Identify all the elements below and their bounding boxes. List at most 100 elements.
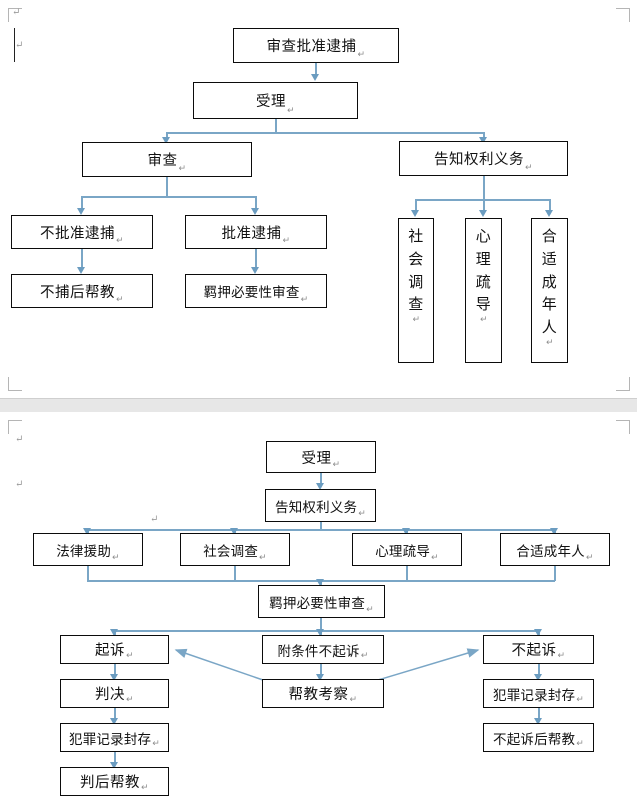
- connector-v-m4-down: [234, 566, 236, 581]
- connector-v-m8-m11: [114, 663, 116, 675]
- connector-v-m10-m14: [538, 663, 540, 675]
- paragraph-mark-1: ↵: [12, 7, 21, 18]
- node-she-hui-diao-cha-2[interactable]: 社会调查↵: [180, 533, 290, 566]
- arrowhead-n9: [411, 210, 419, 217]
- node-ji-ya-bi-yao-xing-shen-cha-1[interactable]: 羁押必要性审查↵: [185, 274, 327, 308]
- paragraph-mark: ↵: [152, 739, 160, 749]
- paragraph-mark: ↵: [576, 695, 584, 705]
- connector-v-n1-n2: [315, 62, 317, 75]
- arrowhead-m10: [534, 629, 542, 636]
- arrowhead-n2: [311, 74, 319, 81]
- node-label-char-3: 导: [475, 295, 492, 314]
- arrowhead-m5: [402, 528, 410, 535]
- node-xin-li-shu-dao-vertical[interactable]: 心 理 疏 导 ↵: [465, 218, 502, 363]
- connector-v-m2-split: [320, 521, 322, 530]
- paragraph-mark: ↵: [140, 783, 150, 793]
- node-label: 判后帮教: [79, 775, 140, 791]
- connector-v-n3-split: [166, 176, 168, 197]
- node-shen-cha[interactable]: 审查↵: [82, 142, 252, 177]
- node-fan-zui-ji-lu-feng-cun-left[interactable]: 犯罪记录封存↵: [60, 723, 169, 752]
- paragraph-mark: ↵: [366, 605, 374, 615]
- node-label: 起诉: [94, 643, 125, 659]
- arrowhead-n10: [479, 210, 487, 217]
- paragraph-mark: ↵: [524, 163, 534, 173]
- node-bu-qi-su-hou-bang-jiao[interactable]: 不起诉后帮教↵: [483, 723, 594, 752]
- node-label: 帮教考察: [288, 687, 349, 703]
- connector-v-m6-down: [554, 566, 556, 581]
- node-he-shi-cheng-nian-ren-vertical[interactable]: 合 适 成 年 人 ↵: [531, 218, 568, 363]
- node-label: 社会调查: [203, 543, 259, 560]
- connector-h-n4-bus: [415, 199, 550, 201]
- connector-v-bus-n9: [415, 199, 417, 211]
- arrowhead-n3: [162, 137, 170, 144]
- crop-mark-top-left: [8, 420, 22, 434]
- node-pi-zhun-dai-bu[interactable]: 批准逮捕↵: [185, 215, 327, 249]
- paragraph-mark: ↵: [282, 236, 291, 246]
- node-ji-ya-bi-yao-xing-shen-cha-2[interactable]: 羁押必要性审查↵: [258, 585, 385, 618]
- paragraph-mark: ↵: [125, 651, 135, 661]
- paragraph-mark-2: ↵: [15, 40, 24, 51]
- node-fan-zui-ji-lu-feng-cun-right[interactable]: 犯罪记录封存↵: [483, 679, 594, 708]
- arrowhead-m6: [550, 528, 558, 535]
- paragraph-mark: ↵: [178, 164, 187, 174]
- connector-v-bus-n10: [483, 199, 485, 211]
- node-bu-bu-hou-bang-jiao[interactable]: 不捕后帮教↵: [11, 274, 153, 308]
- node-label: 附条件不起诉: [277, 643, 360, 660]
- document-page-1: ↵ ↵ 审查批准逮捕↵ 受理↵ 审查↵ 告知权利义务↵ 不批准逮捕↵ 批准逮捕↵: [0, 0, 637, 398]
- arrowhead-m13: [110, 718, 118, 725]
- arrowhead-m8: [110, 629, 118, 636]
- paragraph-mark-1: ↵: [15, 434, 24, 445]
- node-label-char-3: 查: [408, 295, 424, 314]
- arrowhead-m4: [230, 528, 238, 535]
- arrowhead-n7: [77, 267, 85, 274]
- connector-v-m11-m13: [114, 707, 116, 719]
- node-bu-qi-su[interactable]: 不起诉↵: [483, 635, 594, 664]
- connector-v-n6-n8: [255, 248, 257, 268]
- node-qi-su[interactable]: 起诉↵: [60, 635, 169, 664]
- crop-mark-bottom-right: [616, 377, 630, 391]
- paragraph-mark: ↵: [349, 695, 358, 705]
- node-label: 告知权利义务: [433, 152, 524, 168]
- node-label: 羁押必要性审查: [269, 595, 366, 612]
- node-label: 犯罪记录封存: [493, 687, 576, 704]
- node-label-char-1: 适: [541, 249, 558, 268]
- connector-v-bus-n5: [81, 196, 83, 209]
- paragraph-mark: ↵: [112, 553, 120, 563]
- arrowhead-n11: [545, 210, 553, 217]
- crop-mark-bottom-left: [8, 377, 22, 391]
- node-shen-cha-pi-zhun-dai-bu[interactable]: 审查批准逮捕↵: [233, 28, 399, 63]
- paragraph-mark: ↵: [585, 553, 594, 563]
- node-label: 判决: [94, 687, 125, 703]
- connector-h-m2-bus: [87, 529, 555, 531]
- connector-v-m9-m12: [320, 663, 322, 675]
- node-gao-zhi-quan-li-yi-wu[interactable]: 告知权利义务↵: [399, 141, 568, 176]
- node-xin-li-shu-dao-2[interactable]: 心理疏导↵: [352, 533, 462, 566]
- paragraph-mark-2: ↵: [15, 479, 24, 490]
- node-bu-pi-zhun-dai-bu[interactable]: 不批准逮捕↵: [11, 215, 153, 249]
- paragraph-mark: ↵: [360, 651, 369, 661]
- paragraph-mark: ↵: [576, 739, 584, 749]
- paragraph-mark: ↵: [286, 106, 296, 116]
- node-fa-lv-yuan-zhu[interactable]: 法律援助↵: [33, 533, 143, 566]
- node-fu-tiao-jian-bu-qi-su[interactable]: 附条件不起诉↵: [262, 635, 384, 664]
- arrowhead-m16: [110, 762, 118, 769]
- node-shou-li[interactable]: 受理↵: [193, 82, 358, 119]
- connector-v-m5-down: [406, 566, 408, 581]
- node-he-shi-cheng-nian-ren-2[interactable]: 合适成年人↵: [500, 533, 610, 566]
- connector-v-m3-down: [87, 566, 89, 581]
- node-pan-hou-bang-jiao[interactable]: 判后帮教↵: [60, 767, 169, 796]
- paragraph-mark: ↵: [357, 50, 366, 60]
- node-pan-jue[interactable]: 判决↵: [60, 679, 169, 708]
- node-label-char-3: 年: [541, 295, 558, 314]
- paragraph-mark: ↵: [479, 315, 489, 326]
- node-bang-jiao-kao-cha[interactable]: 帮教考察↵: [262, 679, 384, 708]
- node-label: 法律援助: [56, 543, 112, 560]
- node-shou-li-2[interactable]: 受理↵: [266, 441, 376, 473]
- node-gao-zhi-quan-li-yi-wu-2[interactable]: 告知权利义务↵: [265, 489, 376, 522]
- connector-v-m7-split: [320, 617, 322, 631]
- node-label: 审查: [147, 153, 178, 169]
- paragraph-mark: ↵: [125, 695, 135, 705]
- node-she-hui-diao-cha-vertical[interactable]: 社 会 调 查 ↵: [398, 218, 434, 363]
- diagonal-bangjiao-to-buqisu: [377, 648, 480, 681]
- diagonal-bangjiao-to-qisu: [174, 648, 264, 681]
